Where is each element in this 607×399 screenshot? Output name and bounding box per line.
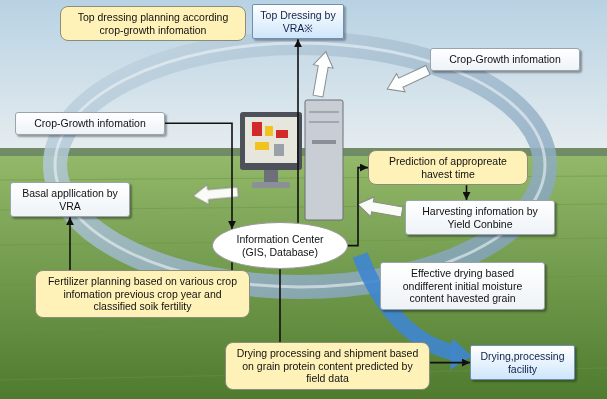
node-text: Prediction of appropreate havest time [375,155,521,180]
info-box: Effective drying based ondifferent initi… [380,262,545,310]
connector [297,39,299,223]
node-text: Top dressing planning according crop-gro… [67,11,239,36]
process-box: Drying,processing facility [470,345,575,380]
callout-box: Drying processing and shipment based on … [225,342,430,390]
info-box: Harvesting infomation by Yield Conbine [405,200,555,235]
connector [279,269,281,342]
connector [69,217,71,270]
node-text: Harvesting infomation by Yield Conbine [412,205,548,230]
node-text: Drying processing and shipment based on … [232,347,423,385]
center-ellipse: Information Center (GIS, Database) [212,222,348,269]
node-text: Crop-Growth infomation [22,117,158,130]
info-box: Crop-Growth infomation [430,48,580,71]
data-flow-arrows [192,50,432,222]
callout-box: Prediction of appropreate havest time [368,150,528,185]
sky [0,0,607,160]
process-box: Basal appllication by VRA [10,182,130,217]
callout-box: Top dressing planning according crop-gro… [60,6,246,41]
node-text: Fertilizer planning based on various cro… [42,275,243,313]
connector [165,123,232,229]
node-text: Information Center (GIS, Database) [225,233,335,258]
node-text: Basal appllication by VRA [17,187,123,212]
connector [348,168,368,246]
computer-icon [240,100,343,220]
connector [430,362,470,364]
node-text: Crop-Growth infomation [437,53,573,66]
connector [231,262,233,270]
node-text: Drying,processing facility [477,350,568,375]
node-text: Effective drying based ondifferent initi… [387,267,538,305]
shipment-arrow-head [450,338,472,370]
connector [466,185,468,200]
cycle-loop-highlight [55,43,545,287]
callout-box: Fertilizer planning based on various cro… [35,270,250,318]
node-text: Top Dressing by VRA※ [259,9,337,34]
info-box: Crop-Growth infomation [15,112,165,135]
cycle-loop [55,43,545,287]
process-box: Top Dressing by VRA※ [252,4,344,39]
